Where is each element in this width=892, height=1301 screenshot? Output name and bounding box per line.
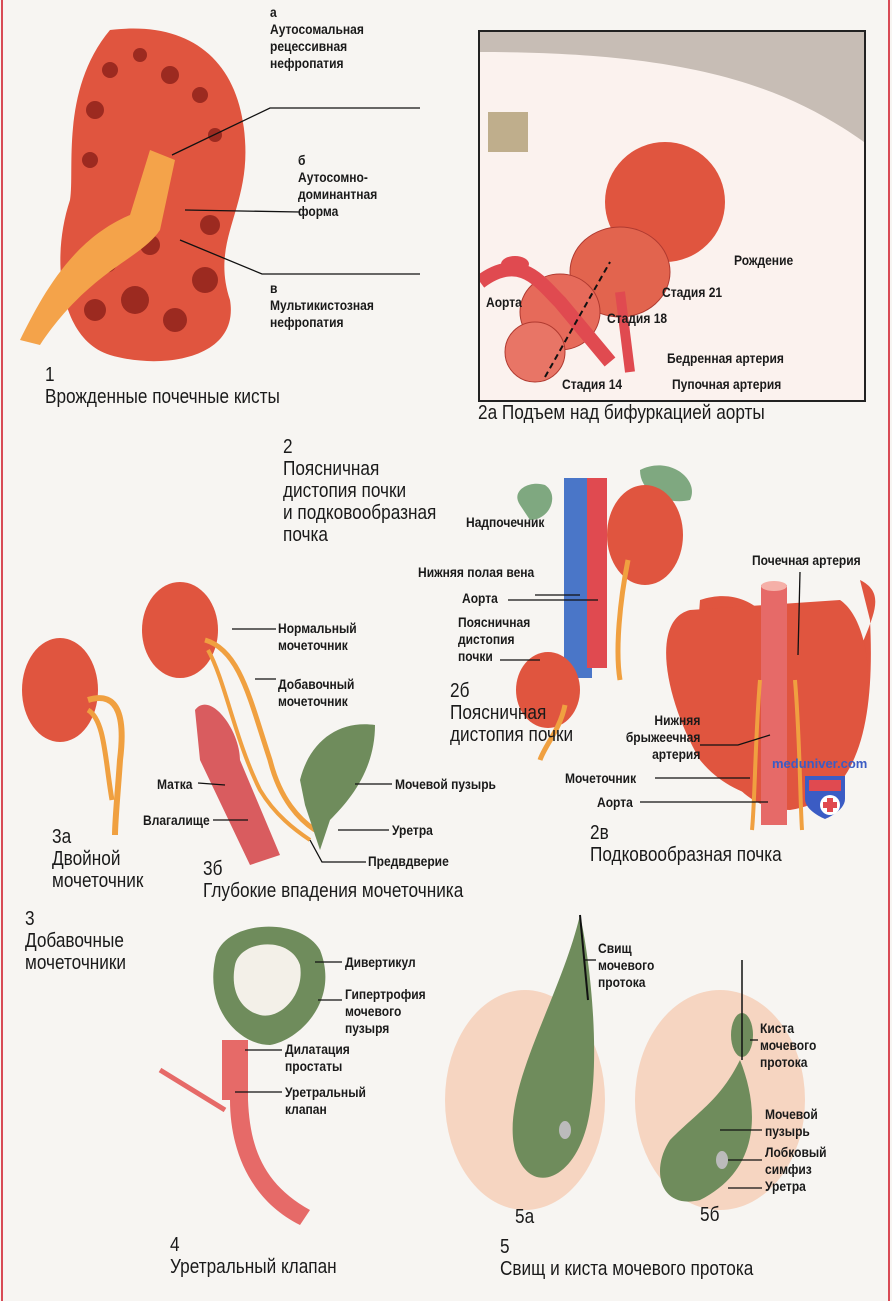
double-ureter-illustration: [22, 638, 125, 836]
kidney-ascent-illustration: [480, 32, 864, 383]
label-stage18: Стадия 18: [607, 310, 668, 326]
label-urethra-5: Уретра: [765, 1178, 806, 1194]
urachal-fistula-illustration: [445, 914, 605, 1210]
label-uterus: Матка: [157, 776, 193, 792]
polycystic-kidney-illustration: [20, 28, 246, 362]
label-umbilical-artery: Пупочная артерия: [672, 376, 782, 392]
label-vagina: Влагалище: [143, 812, 210, 828]
fig2a-panel: Рождение Стадия 21 Стадия 18 Аорта Бедре…: [478, 30, 866, 402]
label-diverticulum: Дивертикул: [345, 954, 416, 970]
label-ivc: Нижняя полая вена: [418, 564, 535, 580]
label-stage14: Стадия 14: [562, 376, 623, 392]
label-vestibule: Предвдверие: [368, 853, 449, 869]
left-border: [1, 0, 3, 1301]
urachal-cyst-illustration: [635, 960, 805, 1210]
fig5b-number: 5б: [700, 1204, 720, 1226]
lumbar-ectopia-illustration: [516, 465, 692, 761]
urethral-valve-illustration: [158, 926, 326, 1225]
label-aorta-2v: Аорта: [597, 794, 633, 810]
label-aorta: Аорта: [486, 294, 522, 310]
label-birth: Рождение: [734, 252, 794, 268]
label-stage21: Стадия 21: [662, 284, 723, 300]
label-ureter-2v: Мочеточник: [565, 770, 637, 786]
label-aorta-2b: Аорта: [462, 590, 498, 606]
label-bladder-3: Мочевой пузырь: [395, 776, 496, 792]
watermark-text: meduniver.com: [772, 756, 868, 771]
right-border: [888, 0, 890, 1301]
label-urethra-3: Уретра: [392, 822, 433, 838]
horseshoe-kidney-illustration: [666, 580, 876, 831]
ectopic-ureter-illustration: [142, 582, 375, 865]
label-adrenal: Надпочечник: [466, 514, 545, 530]
shield-cross-icon: [805, 776, 845, 819]
label-renal-artery: Почечная артерия: [752, 552, 861, 568]
meduniver-logo: meduniver.com: [772, 756, 867, 826]
fig2a-caption: 2а Подъем над бифуркацией аорты: [478, 402, 765, 424]
fig5a-number: 5а: [515, 1206, 535, 1228]
label-femoral-artery: Бедренная артерия: [667, 350, 784, 366]
